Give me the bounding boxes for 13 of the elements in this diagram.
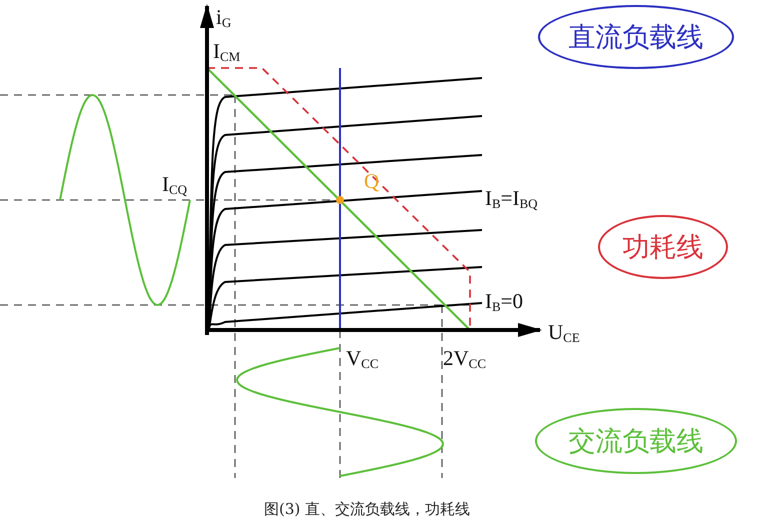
tick-label: 2V$_{CC}$ — [443, 347, 486, 373]
caption: 图(3) 直、交流负载线，功耗线 — [264, 500, 470, 519]
current-label: I$_{CQ}$ — [162, 173, 188, 199]
axis-label: U$_{CE}$ — [548, 321, 580, 347]
callout-oval: 交流负载线 — [535, 408, 737, 474]
axis-label: i$_{G}$ — [216, 6, 232, 32]
curve-label: I$_{B}$=I$_{BQ}$ — [485, 187, 538, 213]
axis-label: I$_{CM}$ — [213, 40, 240, 66]
tick-label: V$_{CC}$ — [346, 347, 379, 373]
callout-oval: 直流负载线 — [538, 5, 734, 69]
point-label: Q — [364, 170, 380, 192]
curve-label: I$_{B}$=0 — [485, 290, 524, 316]
callout-oval: 功耗线 — [598, 215, 728, 279]
